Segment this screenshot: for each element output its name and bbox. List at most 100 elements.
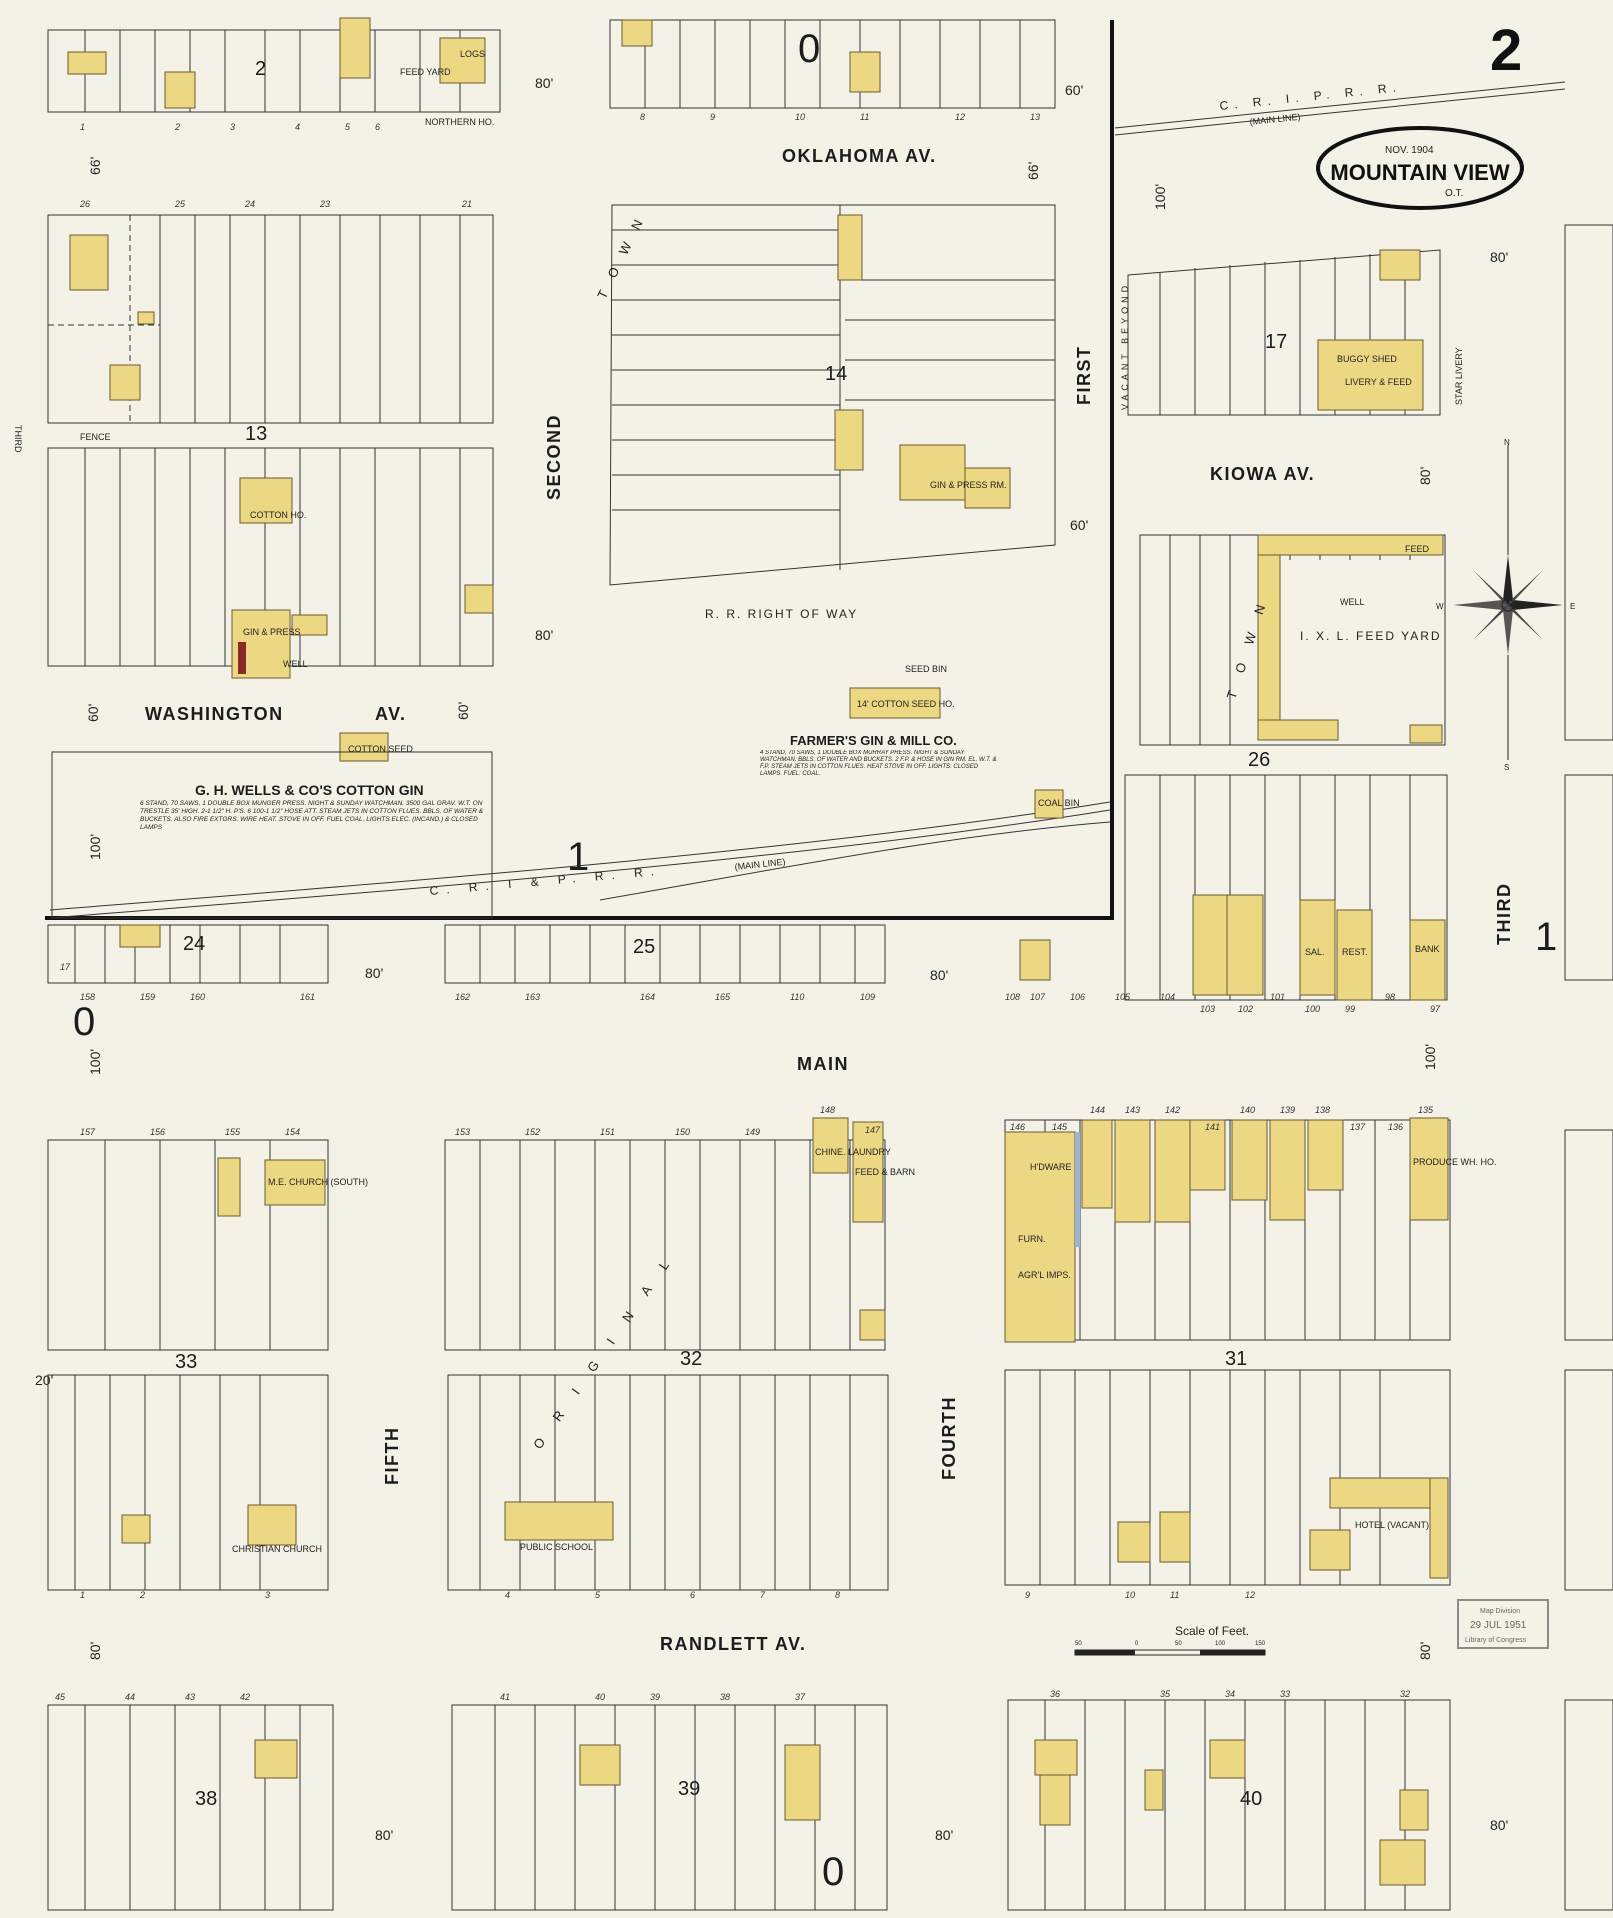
sal-label: SAL. [1305,947,1325,957]
railroad-mid-mainline: (MAIN LINE) [734,857,786,872]
svg-text:102: 102 [1238,1004,1253,1014]
width-60-right: 60' [1070,517,1088,533]
width-80-main-right: 80' [930,967,948,983]
svg-text:141: 141 [1205,1122,1220,1132]
svg-text:42: 42 [240,1692,250,1702]
width-66-left: 66' [87,157,103,175]
block-label-38: 38 [195,1788,217,1810]
seed-bin-label: SEED BIN [905,664,947,674]
svg-text:103: 103 [1200,1004,1215,1014]
continuation-zero-left: 0 [73,1000,95,1044]
svg-text:97: 97 [1430,1004,1441,1014]
block-32: 32 PUBLIC SCHOOL O R I G I N A L [447,1250,889,1591]
svg-text:139: 139 [1280,1105,1295,1115]
svg-text:37: 37 [795,1692,806,1702]
svg-text:1: 1 [80,1590,85,1600]
coal-bin [1034,789,1064,819]
title-cartouche: NOV. 1904 MOUNTAIN VIEW O.T. [1316,126,1524,210]
wells-gin-lot [51,751,493,919]
street-third: THIRD [1494,883,1514,946]
svg-text:155: 155 [225,1127,241,1137]
cartouche-town: MOUNTAIN VIEW [1330,160,1509,185]
svg-text:154: 154 [285,1127,300,1137]
svg-text:6: 6 [375,122,380,132]
block-label-2: 2 [255,58,266,80]
svg-text:143: 143 [1125,1105,1140,1115]
scale-tick-0: 0 [1135,1641,1139,1647]
stamp-line3: Library of Congress [1465,1637,1527,1644]
rest-label: REST. [1342,947,1368,957]
width-80-top: 80' [535,75,553,91]
block-38: 38 [47,1704,334,1911]
svg-text:10: 10 [795,112,805,122]
block-label-31: 31 [1225,1348,1247,1370]
scale-tick-150: 150 [1255,1641,1266,1647]
width-80-bottom-right: 80' [1490,1817,1508,1833]
svg-text:161: 161 [300,992,315,1002]
railroad-top: C. R. I. P. R. R. (MAIN LINE) [1114,80,1566,136]
svg-text:165: 165 [715,992,731,1002]
ixl-feed-yard-label: I. X. L. FEED YARD [1300,629,1442,643]
svg-text:140: 140 [1240,1105,1255,1115]
svg-text:149: 149 [745,1127,760,1137]
svg-text:136: 136 [1388,1122,1403,1132]
feed-label: FEED [1405,544,1430,554]
svg-text:4: 4 [505,1590,510,1600]
continuation-zero-top: 0 [798,27,820,71]
block-33: 33 CHRISTIAN CHURCH [47,1351,329,1591]
svg-text:135: 135 [1418,1105,1434,1115]
railroad-top-mainline: (MAIN LINE) [1249,112,1301,127]
northern-ho-label: NORTHERN HO. [425,117,494,127]
cartouche-territory: O.T. [1445,188,1463,199]
svg-text:24: 24 [244,199,255,209]
block-24: 24 [47,924,329,984]
width-60-left: 60' [85,704,101,722]
wells-gin-notes: 6 STAND, 70 SAWS, 1 DOUBLE BOX MUNGER PR… [140,800,484,831]
svg-text:107: 107 [1030,992,1046,1002]
svg-text:13: 13 [1030,112,1040,122]
svg-text:6: 6 [690,1590,695,1600]
compass-rose: N S E W [1436,438,1575,772]
svg-text:2: 2 [174,122,180,132]
svg-text:100: 100 [1305,1004,1320,1014]
svg-text:5: 5 [595,1590,601,1600]
feed-barn-label: FEED & BARN [855,1167,915,1177]
compass-s: S [1504,763,1509,772]
continuation-one-right: 1 [1535,915,1557,959]
svg-text:26: 26 [79,199,90,209]
svg-text:45: 45 [55,1692,66,1702]
width-60-washington: 60' [455,702,471,720]
svg-text:36: 36 [1050,1689,1060,1699]
block-26: 26 SAL. REST. BANK [1124,749,1448,1001]
svg-text:137: 137 [1350,1122,1366,1132]
block-label-32: 32 [680,1348,702,1370]
cotton-seed-bin [339,732,389,762]
svg-text:9: 9 [1025,1590,1030,1600]
scale-tick-50a: 50 [1075,1641,1082,1647]
svg-text:9: 9 [710,112,715,122]
compass-e: E [1570,602,1575,611]
street-fifth: FIFTH [382,1427,402,1486]
svg-text:10: 10 [1125,1590,1135,1600]
svg-text:17: 17 [60,962,71,972]
svg-text:160: 160 [190,992,205,1002]
compass-n: N [1504,438,1510,447]
scale-label: Scale of Feet. [1175,1624,1249,1638]
street-first: FIRST [1074,346,1094,406]
svg-text:152: 152 [525,1127,540,1137]
svg-text:35: 35 [1160,1689,1171,1699]
svg-text:147: 147 [865,1125,881,1135]
block-left-gin: GIN & PRESS COTTON HO. WELL [47,447,494,679]
gin-press-rm-label: GIN & PRESS RM. [930,480,1007,490]
width-100-left: 100' [87,834,103,860]
block-label-25: 25 [633,936,655,958]
width-80-kiowa: 80' [1417,467,1433,485]
scale-tick-100: 100 [1215,1641,1226,1647]
svg-text:11: 11 [860,112,869,122]
svg-text:12: 12 [955,112,965,122]
scale-bar: Scale of Feet. 50 0 50 100 150 [1074,1624,1266,1656]
svg-text:157: 157 [80,1127,96,1137]
svg-text:25: 25 [174,199,186,209]
